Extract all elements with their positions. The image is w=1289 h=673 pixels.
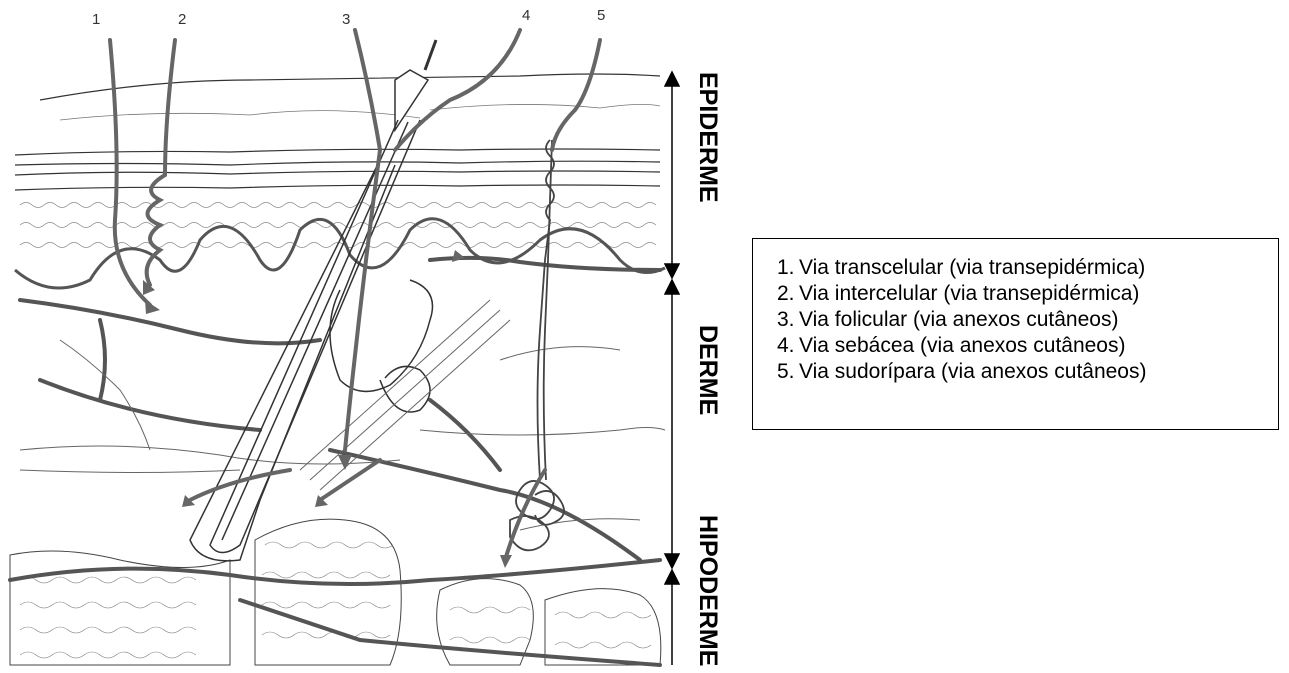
legend-item-text: Via folicular (via anexos cutâneos) (799, 308, 1118, 331)
legend-item: 3.Via folicular (via anexos cutâneos) (777, 307, 1278, 333)
legend-item: 1.Via transcelular (via transepidérmica) (777, 255, 1278, 281)
sweat-gland (510, 140, 564, 550)
pathway-arrowheads (143, 250, 512, 568)
pathway-arrows (110, 30, 600, 560)
legend-item-number: 4. (777, 333, 799, 359)
legend-item-text: Via transcelular (via transepidérmica) (799, 256, 1145, 279)
dermal-epidermal-junction (15, 219, 665, 288)
pathway-number-1: 1 (92, 11, 100, 28)
pathway-number-4: 4 (522, 7, 530, 24)
legend-item-text: Via sudorípara (via anexos cutâneos) (799, 360, 1146, 383)
dermis-fibres (20, 340, 665, 530)
legend-item-number: 5. (777, 359, 799, 385)
pathway-number-2: 2 (178, 11, 186, 28)
legend-item-text: Via sebácea (via anexos cutâneos) (799, 334, 1125, 357)
epidermis-layers (15, 74, 660, 190)
layer-label-epiderme: EPIDERME (694, 72, 722, 203)
skin-cross-section-diagram: 1 2 3 4 5 EPIDERME DERME HIPODERME (0, 0, 740, 673)
layer-markers (665, 72, 679, 665)
legend-list: 1.Via transcelular (via transepidérmica)… (753, 239, 1278, 385)
pathway-2-intercellular (147, 40, 175, 285)
pathway-legend: 1.Via transcelular (via transepidérmica)… (752, 238, 1279, 430)
legend-item: 2.Via intercelular (via transepidérmica) (777, 281, 1278, 307)
fat-cell-texture (20, 542, 651, 658)
layer-label-hipoderme: HIPODERME (694, 515, 722, 666)
legend-item: 4.Via sebácea (via anexos cutâneos) (777, 333, 1278, 359)
pathway-5-sweat (552, 40, 600, 150)
layer-label-derme: DERME (694, 325, 722, 415)
legend-item-number: 3. (777, 307, 799, 333)
hair-follicle (190, 40, 436, 561)
hypodermis-fat-lobules (10, 519, 661, 665)
legend-item: 5.Via sudorípara (via anexos cutâneos) (777, 359, 1278, 385)
legend-item-number: 1. (777, 255, 799, 281)
pathway-number-5: 5 (597, 7, 605, 24)
legend-item-text: Via intercelular (via transepidérmica) (799, 282, 1139, 305)
pathway-3-follicular (345, 30, 380, 450)
pathway-number-3: 3 (342, 11, 350, 28)
legend-item-number: 2. (777, 281, 799, 307)
